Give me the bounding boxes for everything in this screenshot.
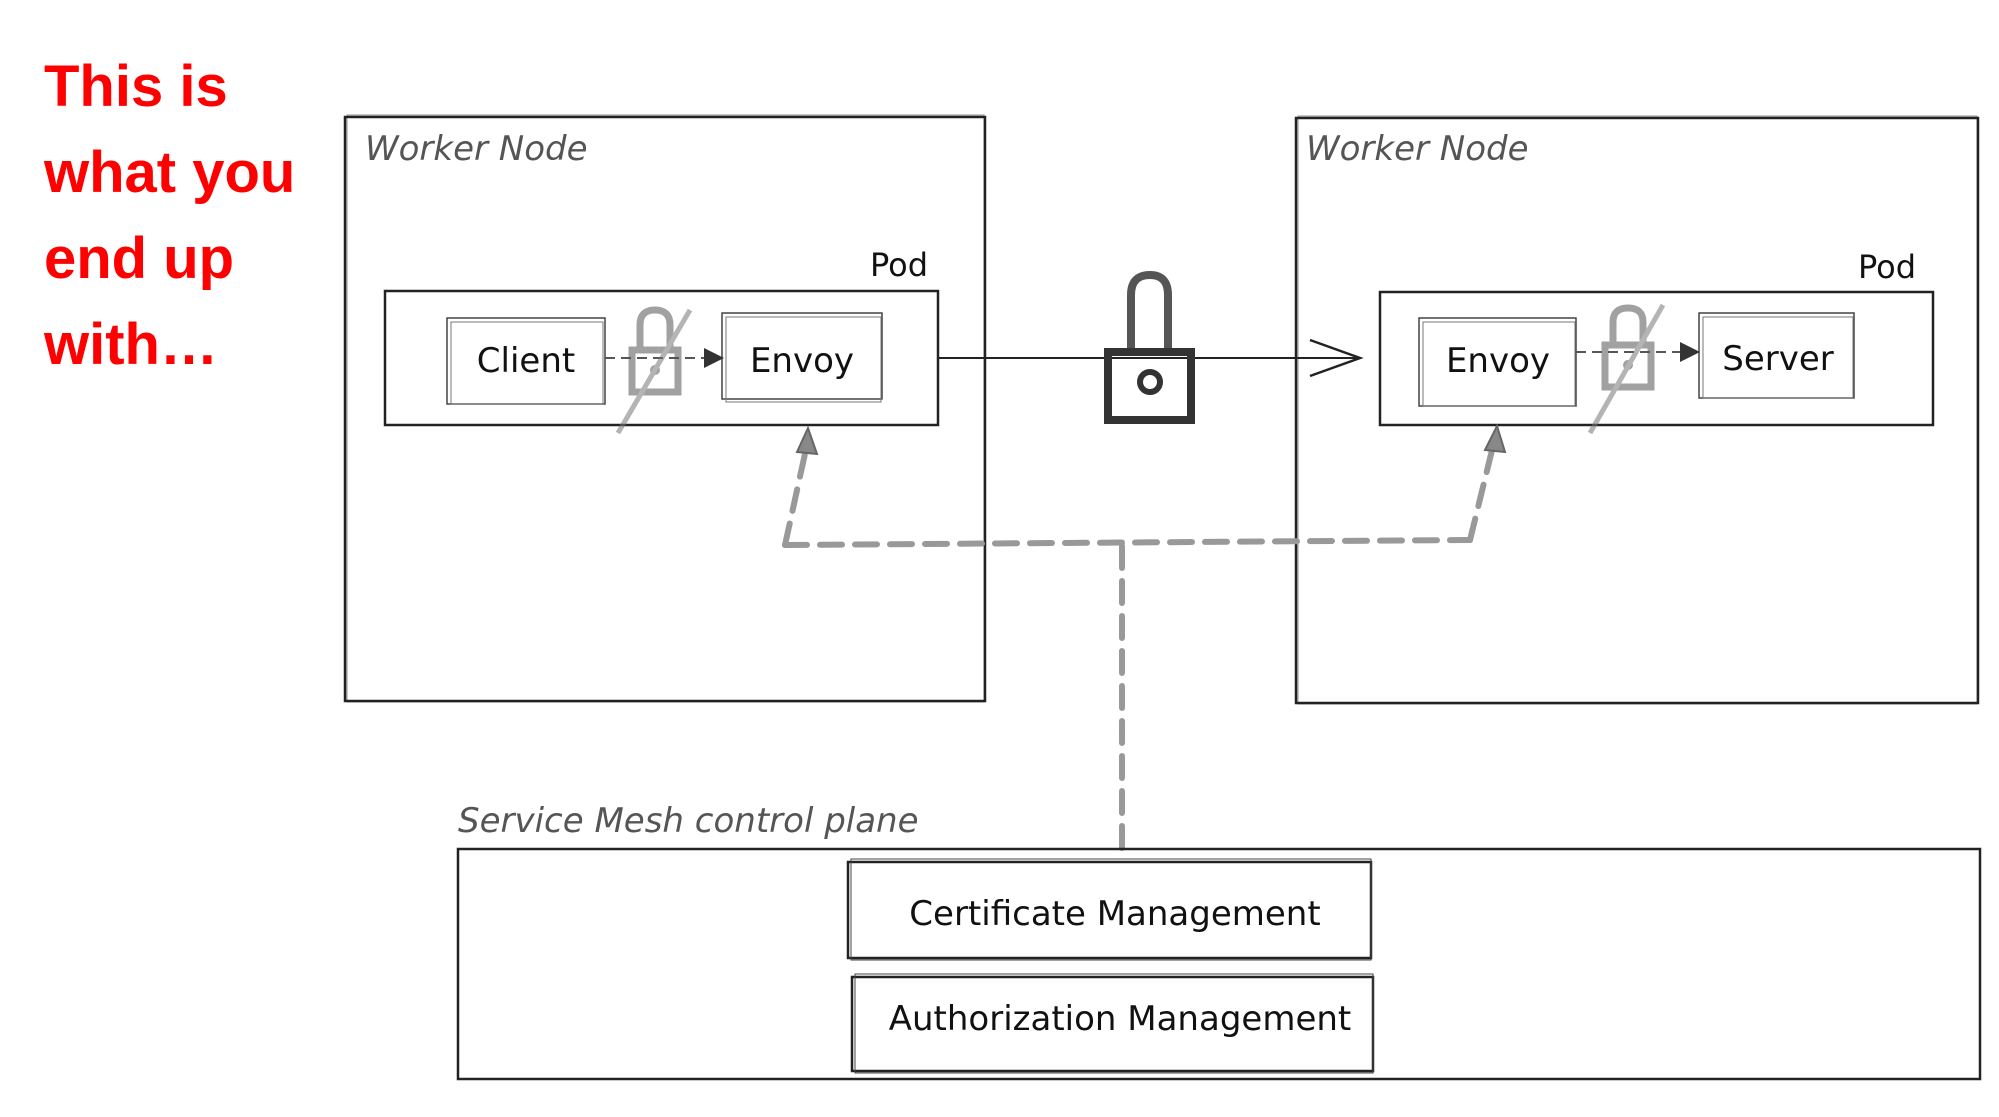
envoy-label-right: Envoy bbox=[1446, 341, 1550, 381]
pod-left-label: Pod bbox=[870, 246, 928, 284]
lock-icon bbox=[1104, 270, 1195, 424]
local-hop-left bbox=[605, 306, 724, 435]
pod-right: Pod Envoy Server bbox=[1378, 248, 1935, 435]
envoy-box-right: Envoy bbox=[1418, 317, 1577, 407]
headline: This is what you end up with… bbox=[44, 54, 296, 377]
client-box: Client bbox=[446, 317, 606, 405]
arrowhead-left-envoy bbox=[795, 425, 819, 456]
control-plane-links bbox=[782, 435, 1498, 851]
envoy-label-left: Envoy bbox=[750, 341, 854, 381]
pod-right-label: Pod bbox=[1858, 248, 1916, 286]
server-label: Server bbox=[1722, 339, 1834, 379]
mtls-connection bbox=[938, 270, 1364, 424]
authorization-management-label: Authorization Management bbox=[889, 999, 1352, 1039]
crossed-out-lock-icon bbox=[1587, 303, 1666, 435]
certificate-management-box: Certificate Management bbox=[846, 858, 1373, 961]
control-plane-title: Service Mesh control plane bbox=[458, 801, 919, 841]
envoy-box-left: Envoy bbox=[721, 312, 883, 403]
pod-left: Pod Client Envoy bbox=[383, 246, 940, 435]
authorization-management-box: Authorization Management bbox=[850, 973, 1375, 1074]
worker-node-left: Worker Node Pod Client Envoy bbox=[343, 114, 987, 703]
local-hop-right bbox=[1576, 303, 1700, 435]
client-label: Client bbox=[477, 341, 575, 381]
crossed-out-lock-icon bbox=[615, 306, 693, 435]
worker-node-right-title: Worker Node bbox=[1306, 129, 1529, 169]
server-box: Server bbox=[1698, 312, 1855, 399]
worker-node-right: Worker Node Pod Envoy Server bbox=[1294, 115, 1980, 705]
certificate-management-label: Certificate Management bbox=[909, 894, 1320, 934]
control-plane: Service Mesh control plane Certificate M… bbox=[456, 801, 1982, 1081]
arrowhead-right-envoy bbox=[1483, 423, 1507, 454]
worker-node-left-title: Worker Node bbox=[365, 129, 588, 169]
